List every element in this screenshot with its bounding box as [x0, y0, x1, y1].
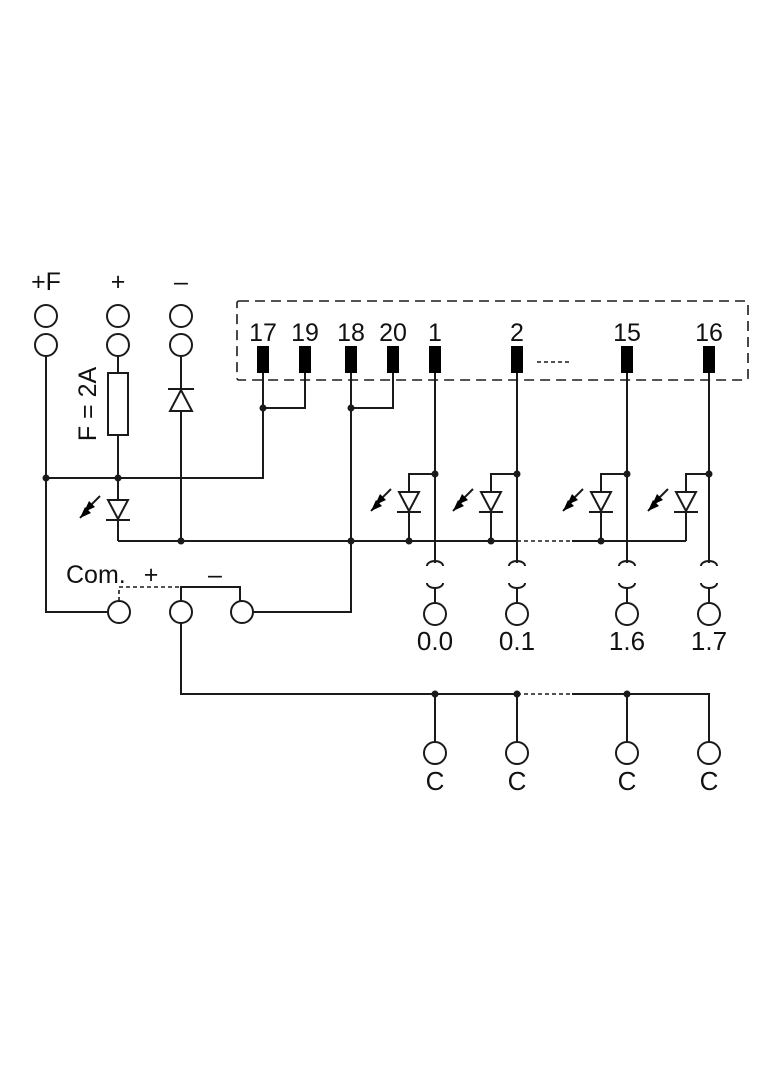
terminal-minus-2: [169, 333, 193, 357]
label-com-minus: –: [208, 561, 222, 589]
wire-bridge-17-19: [262, 373, 306, 409]
wire-common-bus: [180, 623, 517, 695]
pin-label: 15: [613, 319, 641, 347]
terminal-plus-f-2: [34, 333, 58, 357]
pin-label: 17: [249, 319, 277, 347]
wire-com-minus-link: [180, 586, 241, 601]
channel-0-1: [452, 373, 529, 626]
channel-0-0: [370, 373, 447, 626]
terminal-plus-1: [106, 304, 130, 328]
channel-1-7: [647, 373, 721, 626]
pin-label: 19: [291, 319, 319, 347]
pin: [345, 346, 357, 373]
supply-terminals: [34, 304, 193, 357]
pin: [511, 346, 523, 373]
connector-pin-labels: 17 19 18 20 1 2 15 16: [249, 319, 723, 347]
pin-label: 16: [695, 319, 723, 347]
wire-bridge-18-20: [253, 373, 394, 613]
pin: [703, 346, 715, 373]
power-led: [79, 495, 130, 522]
protection-diode: [168, 387, 194, 412]
label-minus: –: [174, 268, 188, 296]
terminal-com-minus: [230, 600, 254, 624]
pin: [429, 346, 441, 373]
com-jumper: [118, 586, 181, 601]
pin-label: 20: [379, 319, 407, 347]
terminal-com-plus-f: [107, 600, 131, 624]
pin-label: 2: [510, 319, 524, 347]
terminal-plus-2: [106, 333, 130, 357]
label-fuse: F = 2A: [74, 367, 102, 442]
fuse: [107, 372, 129, 436]
pin: [621, 346, 633, 373]
pin: [387, 346, 399, 373]
common-label: C: [700, 766, 719, 796]
terminal-plus-f-1: [34, 304, 58, 328]
label-com-plus: +: [144, 561, 159, 589]
wire-plus-f: [45, 356, 108, 613]
connector-outline: [236, 300, 749, 381]
terminal-minus-1: [169, 304, 193, 328]
terminal-com-plus: [169, 600, 193, 624]
label-plus: +: [111, 268, 126, 296]
output-label: 1.6: [609, 626, 645, 656]
pin-label: 18: [337, 319, 365, 347]
pin-label: 1: [428, 319, 442, 347]
label-plus-f: +F: [31, 268, 61, 296]
pin: [257, 346, 269, 373]
pin: [299, 346, 311, 373]
terminal-common: [423, 741, 447, 765]
channel-1-6: [562, 373, 639, 626]
common-label: C: [618, 766, 637, 796]
output-label: 0.0: [417, 626, 453, 656]
connector-pins: [257, 346, 715, 373]
terminal-common: [697, 741, 721, 765]
common-label: C: [426, 766, 445, 796]
output-label: 1.7: [691, 626, 727, 656]
output-label: 0.1: [499, 626, 535, 656]
terminal-common: [505, 741, 529, 765]
label-com: Com.: [66, 561, 126, 589]
terminal-common: [615, 741, 639, 765]
common-label: C: [508, 766, 527, 796]
